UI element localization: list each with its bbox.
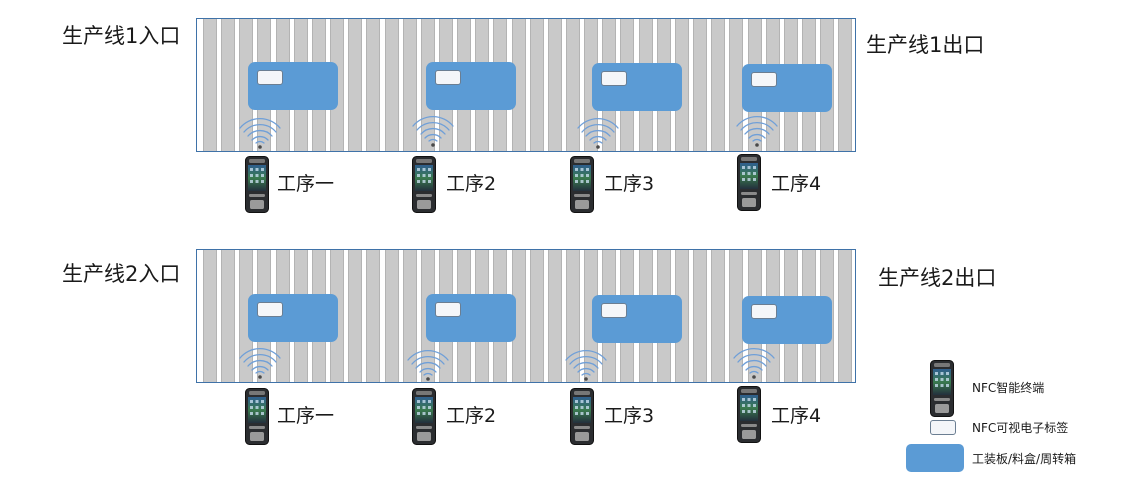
nfc-signal-icon xyxy=(409,112,457,148)
carrier-2-1 xyxy=(248,294,338,342)
line2-station-2-label: 工序2 xyxy=(446,407,496,426)
legend-tag-icon xyxy=(930,420,956,435)
conveyor-roller xyxy=(366,19,380,151)
conveyor-roller xyxy=(348,19,362,151)
conveyor-roller xyxy=(838,19,852,151)
nfc-tag-icon xyxy=(601,71,627,86)
conveyor-roller xyxy=(385,19,399,151)
conveyor-roller xyxy=(693,19,707,151)
line1-station-4-label: 工序4 xyxy=(771,175,821,194)
legend-terminal-icon xyxy=(930,360,954,417)
legend-tag-label: NFC可视电子标签 xyxy=(972,422,1068,434)
nfc-tag-icon xyxy=(257,70,283,85)
nfc-signal-icon xyxy=(733,112,781,148)
conveyor-roller xyxy=(548,19,562,151)
line1-station-2-label: 工序2 xyxy=(446,175,496,194)
line2-station-3-label: 工序3 xyxy=(604,407,654,426)
conveyor-roller xyxy=(530,19,544,151)
handheld-nfc-terminal-icon xyxy=(412,388,436,445)
carrier-2-4 xyxy=(742,296,832,344)
nfc-signal-icon xyxy=(574,114,622,150)
conveyor-roller xyxy=(221,250,235,382)
nfc-tag-icon xyxy=(435,302,461,317)
conveyor-roller xyxy=(366,250,380,382)
conveyor-roller xyxy=(203,19,217,151)
legend-terminal-label: NFC智能终端 xyxy=(972,382,1044,394)
carrier-2-2 xyxy=(426,294,516,342)
legend-carrier-label: 工装板/料盒/周转箱 xyxy=(972,453,1076,465)
nfc-tag-icon xyxy=(601,303,627,318)
line1-exit-label: 生产线1出口 xyxy=(866,35,984,56)
conveyor-roller xyxy=(385,250,399,382)
line1-station-1-label: 工序一 xyxy=(277,175,334,194)
line1-station-3-label: 工序3 xyxy=(604,175,654,194)
line2-exit-label: 生产线2出口 xyxy=(878,268,996,289)
nfc-signal-icon xyxy=(236,344,284,380)
conveyor-roller xyxy=(548,250,562,382)
carrier-1-2 xyxy=(426,62,516,110)
carrier-1-4 xyxy=(742,64,832,112)
handheld-nfc-terminal-icon xyxy=(412,156,436,213)
nfc-signal-icon xyxy=(236,114,284,150)
nfc-signal-icon xyxy=(730,344,778,380)
handheld-nfc-terminal-icon xyxy=(245,156,269,213)
line1-entry-label: 生产线1入口 xyxy=(62,26,180,47)
conveyor-roller xyxy=(348,250,362,382)
carrier-1-1 xyxy=(248,62,338,110)
handheld-nfc-terminal-icon xyxy=(570,156,594,213)
line2-entry-label: 生产线2入口 xyxy=(62,264,180,285)
conveyor-roller xyxy=(203,250,217,382)
nfc-signal-icon xyxy=(562,346,610,382)
carrier-2-3 xyxy=(592,295,682,343)
conveyor-roller xyxy=(693,250,707,382)
handheld-nfc-terminal-icon xyxy=(245,388,269,445)
nfc-tag-icon xyxy=(751,304,777,319)
conveyor-roller xyxy=(838,250,852,382)
nfc-tag-icon xyxy=(751,72,777,87)
conveyor-roller xyxy=(711,19,725,151)
line2-station-1-label: 工序一 xyxy=(277,407,334,426)
conveyor-roller xyxy=(711,250,725,382)
legend-carrier-icon xyxy=(906,444,964,472)
line2-station-4-label: 工序4 xyxy=(771,407,821,426)
nfc-tag-icon xyxy=(257,302,283,317)
handheld-nfc-terminal-icon xyxy=(737,386,761,443)
conveyor-roller xyxy=(530,250,544,382)
nfc-signal-icon xyxy=(404,346,452,382)
handheld-nfc-terminal-icon xyxy=(570,388,594,445)
carrier-1-3 xyxy=(592,63,682,111)
nfc-tag-icon xyxy=(435,70,461,85)
conveyor-roller xyxy=(221,19,235,151)
handheld-nfc-terminal-icon xyxy=(737,154,761,211)
